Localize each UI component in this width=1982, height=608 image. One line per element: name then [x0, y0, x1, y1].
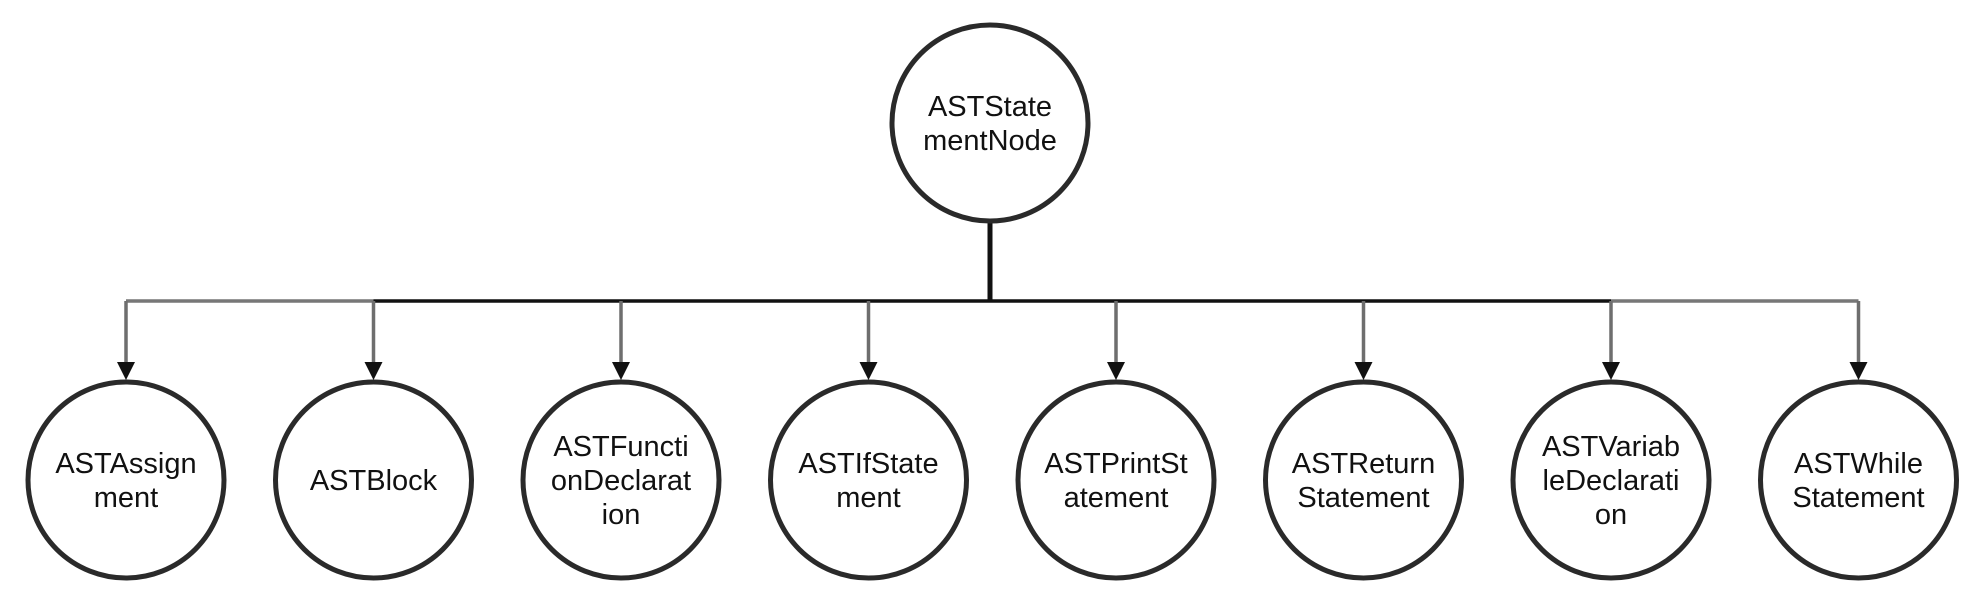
- node-circle-assignment: [25, 379, 227, 581]
- node-label-function-declaration-line-1: ASTFuncti: [553, 431, 688, 463]
- node-circle-if-statement: [768, 379, 969, 581]
- node-label-root-line-2: mentNode: [923, 125, 1057, 157]
- node-label-return-statement-line-2: Statement: [1297, 482, 1429, 514]
- node-label-function-declaration-line-3: ion: [602, 499, 641, 531]
- node-label-return-statement-line-1: ASTReturn: [1292, 448, 1435, 480]
- node-block: ASTBlock: [273, 379, 474, 581]
- arrow-head-block: [364, 362, 383, 380]
- arrow-head-assignment: [117, 362, 135, 380]
- node-circle-variable-declaration: [1510, 379, 1712, 581]
- nodes-layer: ASTStatementNodeASTAssignmentASTBlockAST…: [25, 22, 1959, 581]
- node-label-variable-declaration-line-1: ASTVariab: [1542, 431, 1680, 463]
- node-label-function-declaration-line-2: onDeclarat: [551, 465, 691, 497]
- node-circle-while-statement: [1758, 379, 1959, 581]
- node-label-while-statement-line-1: ASTWhile: [1794, 448, 1923, 480]
- node-label-variable-declaration-line-3: on: [1595, 499, 1627, 531]
- node-label-while-statement-line-2: Statement: [1792, 482, 1924, 514]
- node-label-block-line-1: ASTBlock: [310, 465, 438, 497]
- arrow-head-return-statement: [1354, 362, 1373, 380]
- edges-layer: [117, 221, 1868, 380]
- node-circle-return-statement: [1263, 379, 1464, 581]
- arrow-head-print-statement: [1107, 362, 1125, 380]
- node-label-if-statement-line-2: ment: [836, 482, 900, 514]
- arrow-head-if-statement: [859, 362, 878, 380]
- node-label-assignment-line-1: ASTAssign: [55, 448, 196, 480]
- node-circle-root: [889, 22, 1091, 224]
- arrow-head-variable-declaration: [1602, 362, 1620, 380]
- arrow-head-function-declaration: [612, 362, 630, 380]
- node-label-if-statement-line-1: ASTIfState: [798, 448, 938, 480]
- node-circle-print-statement: [1015, 379, 1217, 581]
- node-label-root-line-1: ASTState: [928, 91, 1052, 123]
- node-label-print-statement-line-1: ASTPrintSt: [1044, 448, 1187, 480]
- node-label-variable-declaration-line-2: leDeclarati: [1543, 465, 1680, 497]
- arrow-head-while-statement: [1849, 362, 1868, 380]
- node-circle-function-declaration: [520, 379, 722, 581]
- node-label-assignment-line-2: ment: [94, 482, 158, 514]
- node-circle-block: [273, 379, 474, 581]
- node-label-print-statement-line-2: atement: [1064, 482, 1169, 514]
